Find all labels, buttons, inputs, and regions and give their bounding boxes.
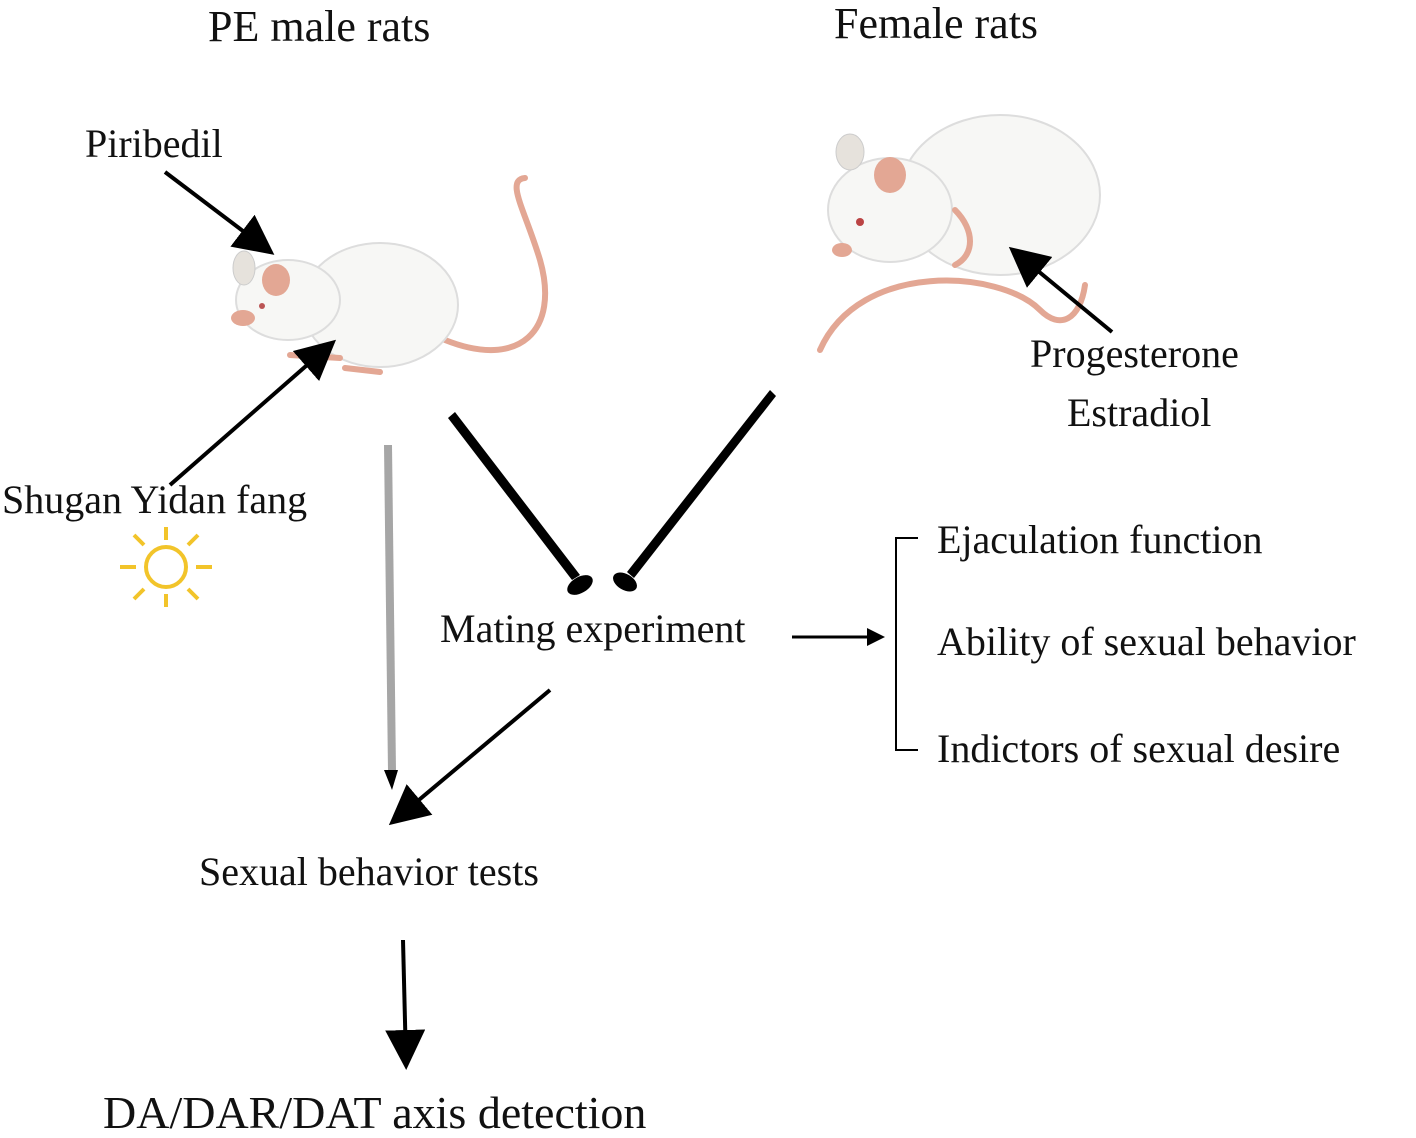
- outcome-item: Ejaculation function: [937, 517, 1263, 562]
- mating-to-tests-arrow: [388, 688, 552, 826]
- outcome-item: Indictors of sexual desire: [937, 726, 1341, 771]
- gray-vertical-arrow: [384, 444, 396, 773]
- female-rats-title: Female rats: [834, 0, 1039, 48]
- male-to-mating-cap: [567, 575, 593, 595]
- gray-arrow-head: [384, 770, 398, 790]
- mating-experiment-label: Mating experiment: [440, 606, 746, 651]
- piribedil-label: Piribedil: [85, 121, 223, 166]
- female-to-mating-connector: [627, 390, 776, 578]
- estradiol-label: Estradiol: [1067, 390, 1212, 435]
- sun-icon: [120, 527, 212, 607]
- shugan-arrow: [168, 339, 337, 487]
- outcome-item: Ability of sexual behavior: [937, 619, 1356, 664]
- female-rat-illustration: [817, 114, 1101, 353]
- shugan-yidan-fang-label: Shugan Yidan fang: [2, 477, 308, 522]
- female-to-mating-cap: [613, 572, 637, 592]
- sexual-behavior-tests-label: Sexual behavior tests: [199, 849, 539, 894]
- piribedil-arrow: [163, 170, 275, 255]
- progesterone-label: Progesterone: [1030, 331, 1239, 376]
- male-rat-illustration: [231, 175, 548, 375]
- male-to-mating-connector: [448, 412, 580, 580]
- outcomes-bracket: [895, 537, 918, 751]
- male-rats-title: PE male rats: [208, 2, 431, 51]
- tests-to-axis-arrow: [385, 939, 426, 1070]
- hormone-arrow: [1008, 246, 1114, 334]
- axis-detection-label: DA/DAR/DAT axis detection: [103, 1087, 647, 1138]
